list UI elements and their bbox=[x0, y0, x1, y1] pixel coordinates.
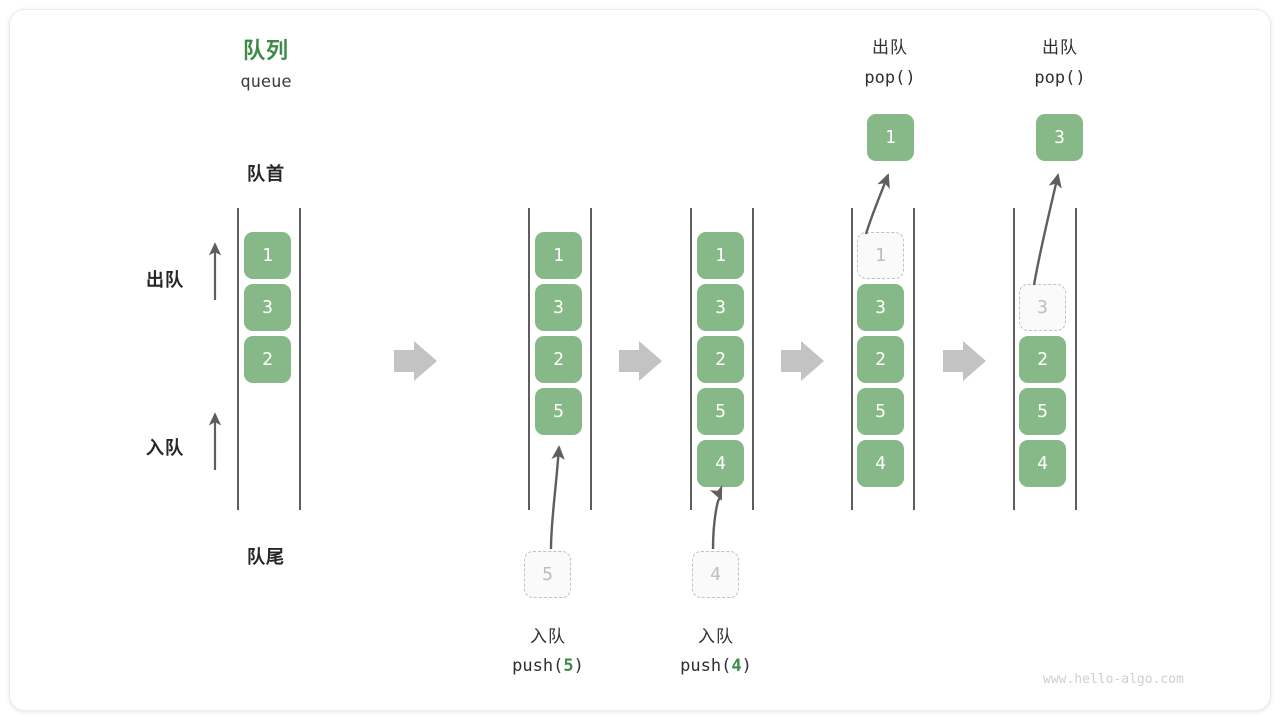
step-4-rail-right bbox=[913, 208, 915, 510]
step-2-op-code-value: 5 bbox=[563, 656, 574, 676]
rear-label: 队尾 bbox=[247, 547, 285, 567]
step-4-cell-3: 5 bbox=[857, 388, 904, 435]
step-3-op-code-suffix: ) bbox=[741, 656, 752, 676]
front-label: 队首 bbox=[247, 164, 285, 184]
step-4-cell-1: 3 bbox=[857, 284, 904, 331]
step-5-cell-4: 4 bbox=[1019, 440, 1066, 487]
step-2-op-code-suffix: ) bbox=[573, 656, 584, 676]
enqueue-side-label: 入队 bbox=[146, 438, 184, 458]
step-5-cell-3: 5 bbox=[1019, 388, 1066, 435]
step-3-incoming-cell: 4 bbox=[692, 551, 739, 598]
step-1-cell-2: 2 bbox=[244, 336, 291, 383]
step-2-op-label: 入队 bbox=[530, 627, 566, 646]
step-5-cell-2: 2 bbox=[1019, 336, 1066, 383]
step-4-op-code: pop() bbox=[864, 68, 916, 88]
step-3-op-code-prefix: push( bbox=[680, 656, 732, 676]
step-4-rail-left bbox=[851, 208, 853, 510]
step-3-cell-0: 1 bbox=[697, 232, 744, 279]
step-5-op-label: 出队 bbox=[1042, 38, 1078, 57]
step-1-cell-0: 1 bbox=[244, 232, 291, 279]
step-3-cell-2: 2 bbox=[697, 336, 744, 383]
step-5-rail-right bbox=[1075, 208, 1077, 510]
step-2-rail-left bbox=[528, 208, 530, 510]
step-2-rail-right bbox=[590, 208, 592, 510]
dequeue-side-label: 出队 bbox=[146, 270, 184, 290]
step-3-cell-1: 3 bbox=[697, 284, 744, 331]
step-4-cell-2: 2 bbox=[857, 336, 904, 383]
step-4-cell-4: 4 bbox=[857, 440, 904, 487]
step-1-rail-left bbox=[237, 208, 239, 510]
step-3-cell-4: 4 bbox=[697, 440, 744, 487]
watermark: www.hello-algo.com bbox=[1043, 672, 1184, 687]
step-3-op-label: 入队 bbox=[698, 627, 734, 646]
step-5-op-code: pop() bbox=[1034, 68, 1086, 88]
step-4-outgoing-cell: 1 bbox=[867, 114, 914, 161]
step-2-op-code: push(5) bbox=[468, 656, 628, 676]
step-3-rail-right bbox=[752, 208, 754, 510]
step-4-cell-0: 1 bbox=[857, 232, 904, 279]
step-5-rail-left bbox=[1013, 208, 1015, 510]
step-2-cell-2: 2 bbox=[535, 336, 582, 383]
step-1-rail-right bbox=[299, 208, 301, 510]
step-3-rail-left bbox=[690, 208, 692, 510]
step-2-cell-1: 3 bbox=[535, 284, 582, 331]
step-3-cell-3: 5 bbox=[697, 388, 744, 435]
step-2-cell-3: 5 bbox=[535, 388, 582, 435]
step-3-op-code: push(4) bbox=[636, 656, 796, 676]
step-4-op-label: 出队 bbox=[872, 38, 908, 57]
diagram-title-en: queue bbox=[240, 72, 292, 92]
step-2-cell-0: 1 bbox=[535, 232, 582, 279]
step-5-outgoing-cell: 3 bbox=[1036, 114, 1083, 161]
step-3-op-code-value: 4 bbox=[731, 656, 742, 676]
step-2-op-code-prefix: push( bbox=[512, 656, 564, 676]
step-2-incoming-cell: 5 bbox=[524, 551, 571, 598]
diagram-card bbox=[9, 9, 1271, 711]
step-5-cell-1: 3 bbox=[1019, 284, 1066, 331]
step-1-cell-1: 3 bbox=[244, 284, 291, 331]
diagram-title-cn: 队列 bbox=[242, 38, 289, 63]
